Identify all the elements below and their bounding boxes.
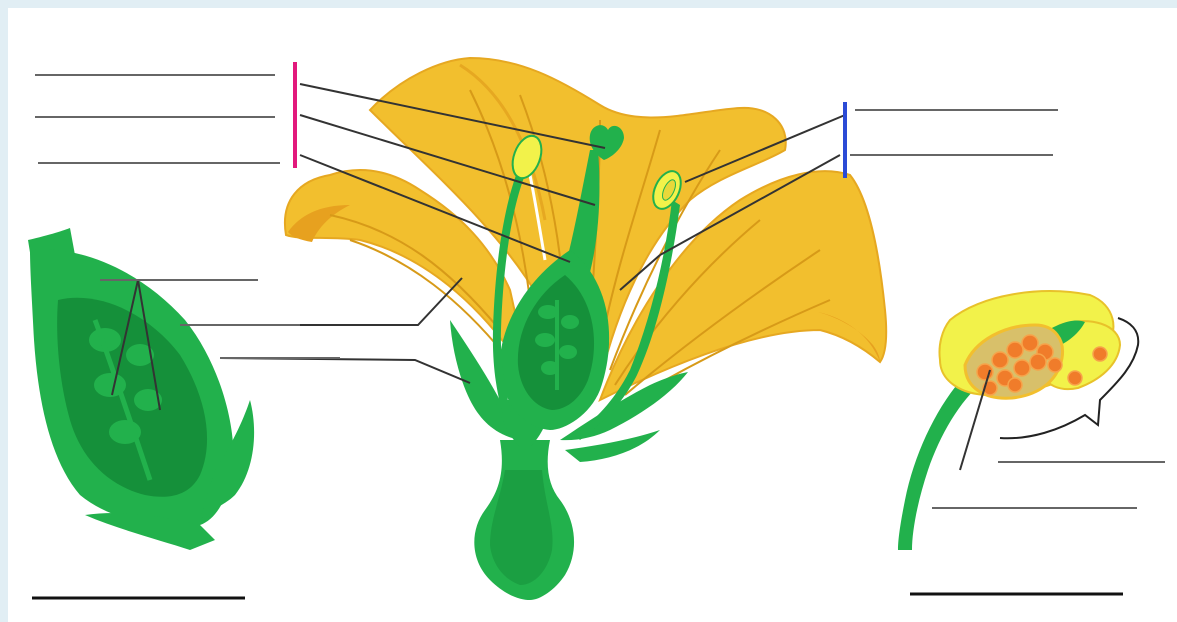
anther-detail: [898, 291, 1138, 550]
anther-detail-filament: [898, 370, 985, 550]
diagram-canvas: [8, 8, 1177, 622]
leader-sepal: [220, 358, 470, 383]
title-lines: [32, 594, 1123, 598]
leader-petal: [180, 278, 462, 325]
ovary-detail: [28, 228, 254, 550]
flower-diagram: [8, 8, 1177, 622]
